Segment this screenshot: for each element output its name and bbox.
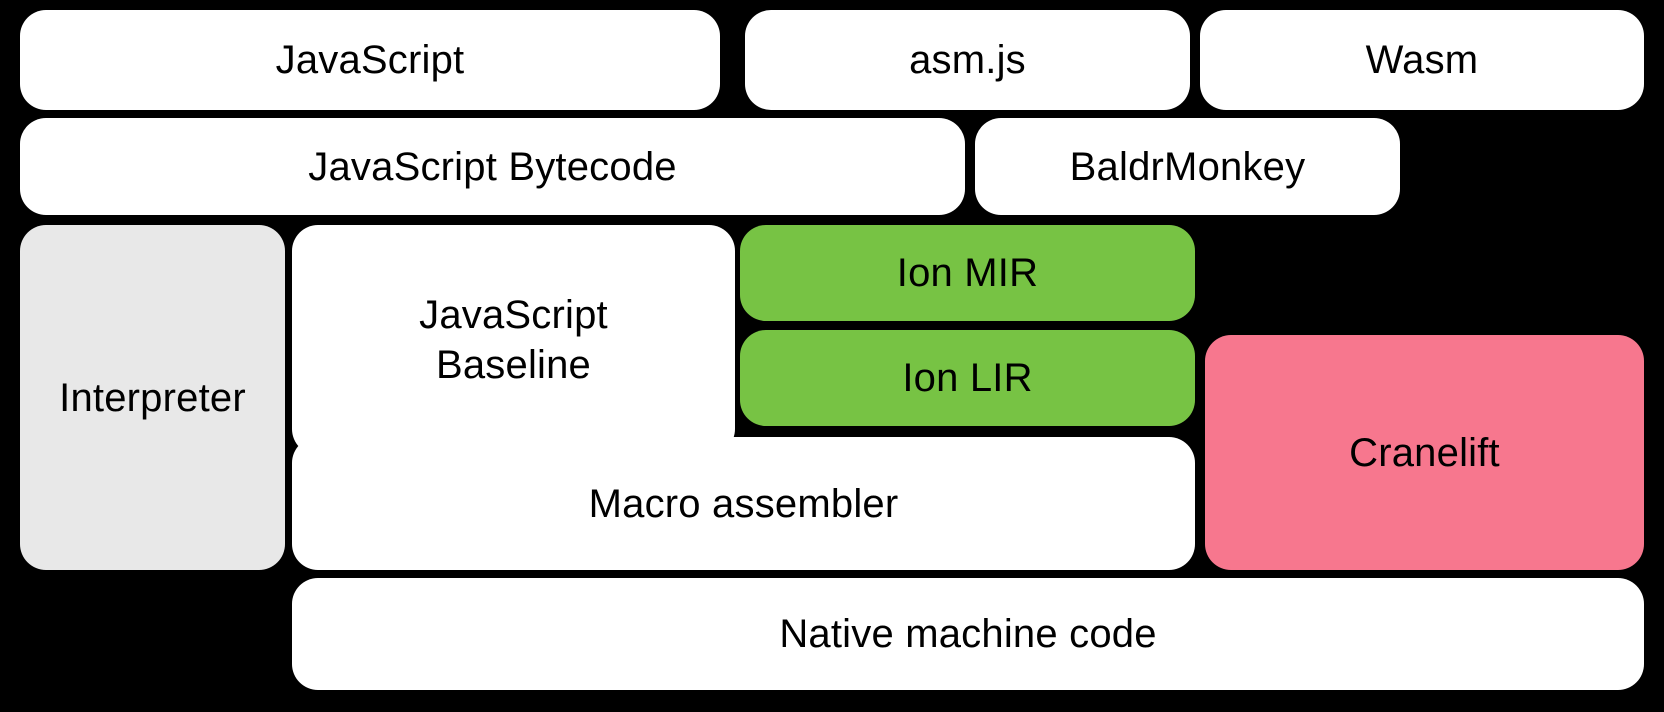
node-interpreter[interactable]: Interpreter	[20, 225, 285, 570]
node-ion-lir[interactable]: Ion LIR	[740, 330, 1195, 426]
node-label-wasm: Wasm	[1365, 38, 1479, 82]
node-label-javascript-bytecode: JavaScript Bytecode	[308, 144, 677, 189]
node-label-asm-js: asm.js	[909, 38, 1026, 82]
node-asm-js[interactable]: asm.js	[745, 10, 1190, 110]
node-label-ion-mir: Ion MIR	[896, 251, 1039, 295]
node-javascript-bytecode[interactable]: JavaScript Bytecode	[20, 118, 965, 215]
node-ion-mir[interactable]: Ion MIR	[740, 225, 1195, 321]
node-label-baldrmonkey: BaldrMonkey	[1069, 144, 1306, 189]
node-label-macro-assembler: Macro assembler	[588, 481, 899, 526]
node-javascript-baseline[interactable]: JavaScript Baseline	[292, 225, 735, 455]
node-label-native-machine-code: Native machine code	[779, 612, 1157, 656]
node-javascript[interactable]: JavaScript	[20, 10, 720, 110]
node-wasm[interactable]: Wasm	[1200, 10, 1644, 110]
node-label-interpreter: Interpreter	[59, 375, 246, 420]
node-label-javascript-baseline: JavaScript Baseline	[419, 293, 608, 387]
node-baldrmonkey[interactable]: BaldrMonkey	[975, 118, 1400, 215]
node-cranelift[interactable]: Cranelift	[1205, 335, 1644, 570]
node-native-machine-code[interactable]: Native machine code	[292, 578, 1644, 690]
node-macro-assembler[interactable]: Macro assembler	[292, 437, 1195, 570]
node-label-cranelift: Cranelift	[1349, 430, 1500, 475]
node-label-ion-lir: Ion LIR	[902, 356, 1033, 400]
node-label-javascript: JavaScript	[275, 38, 465, 82]
